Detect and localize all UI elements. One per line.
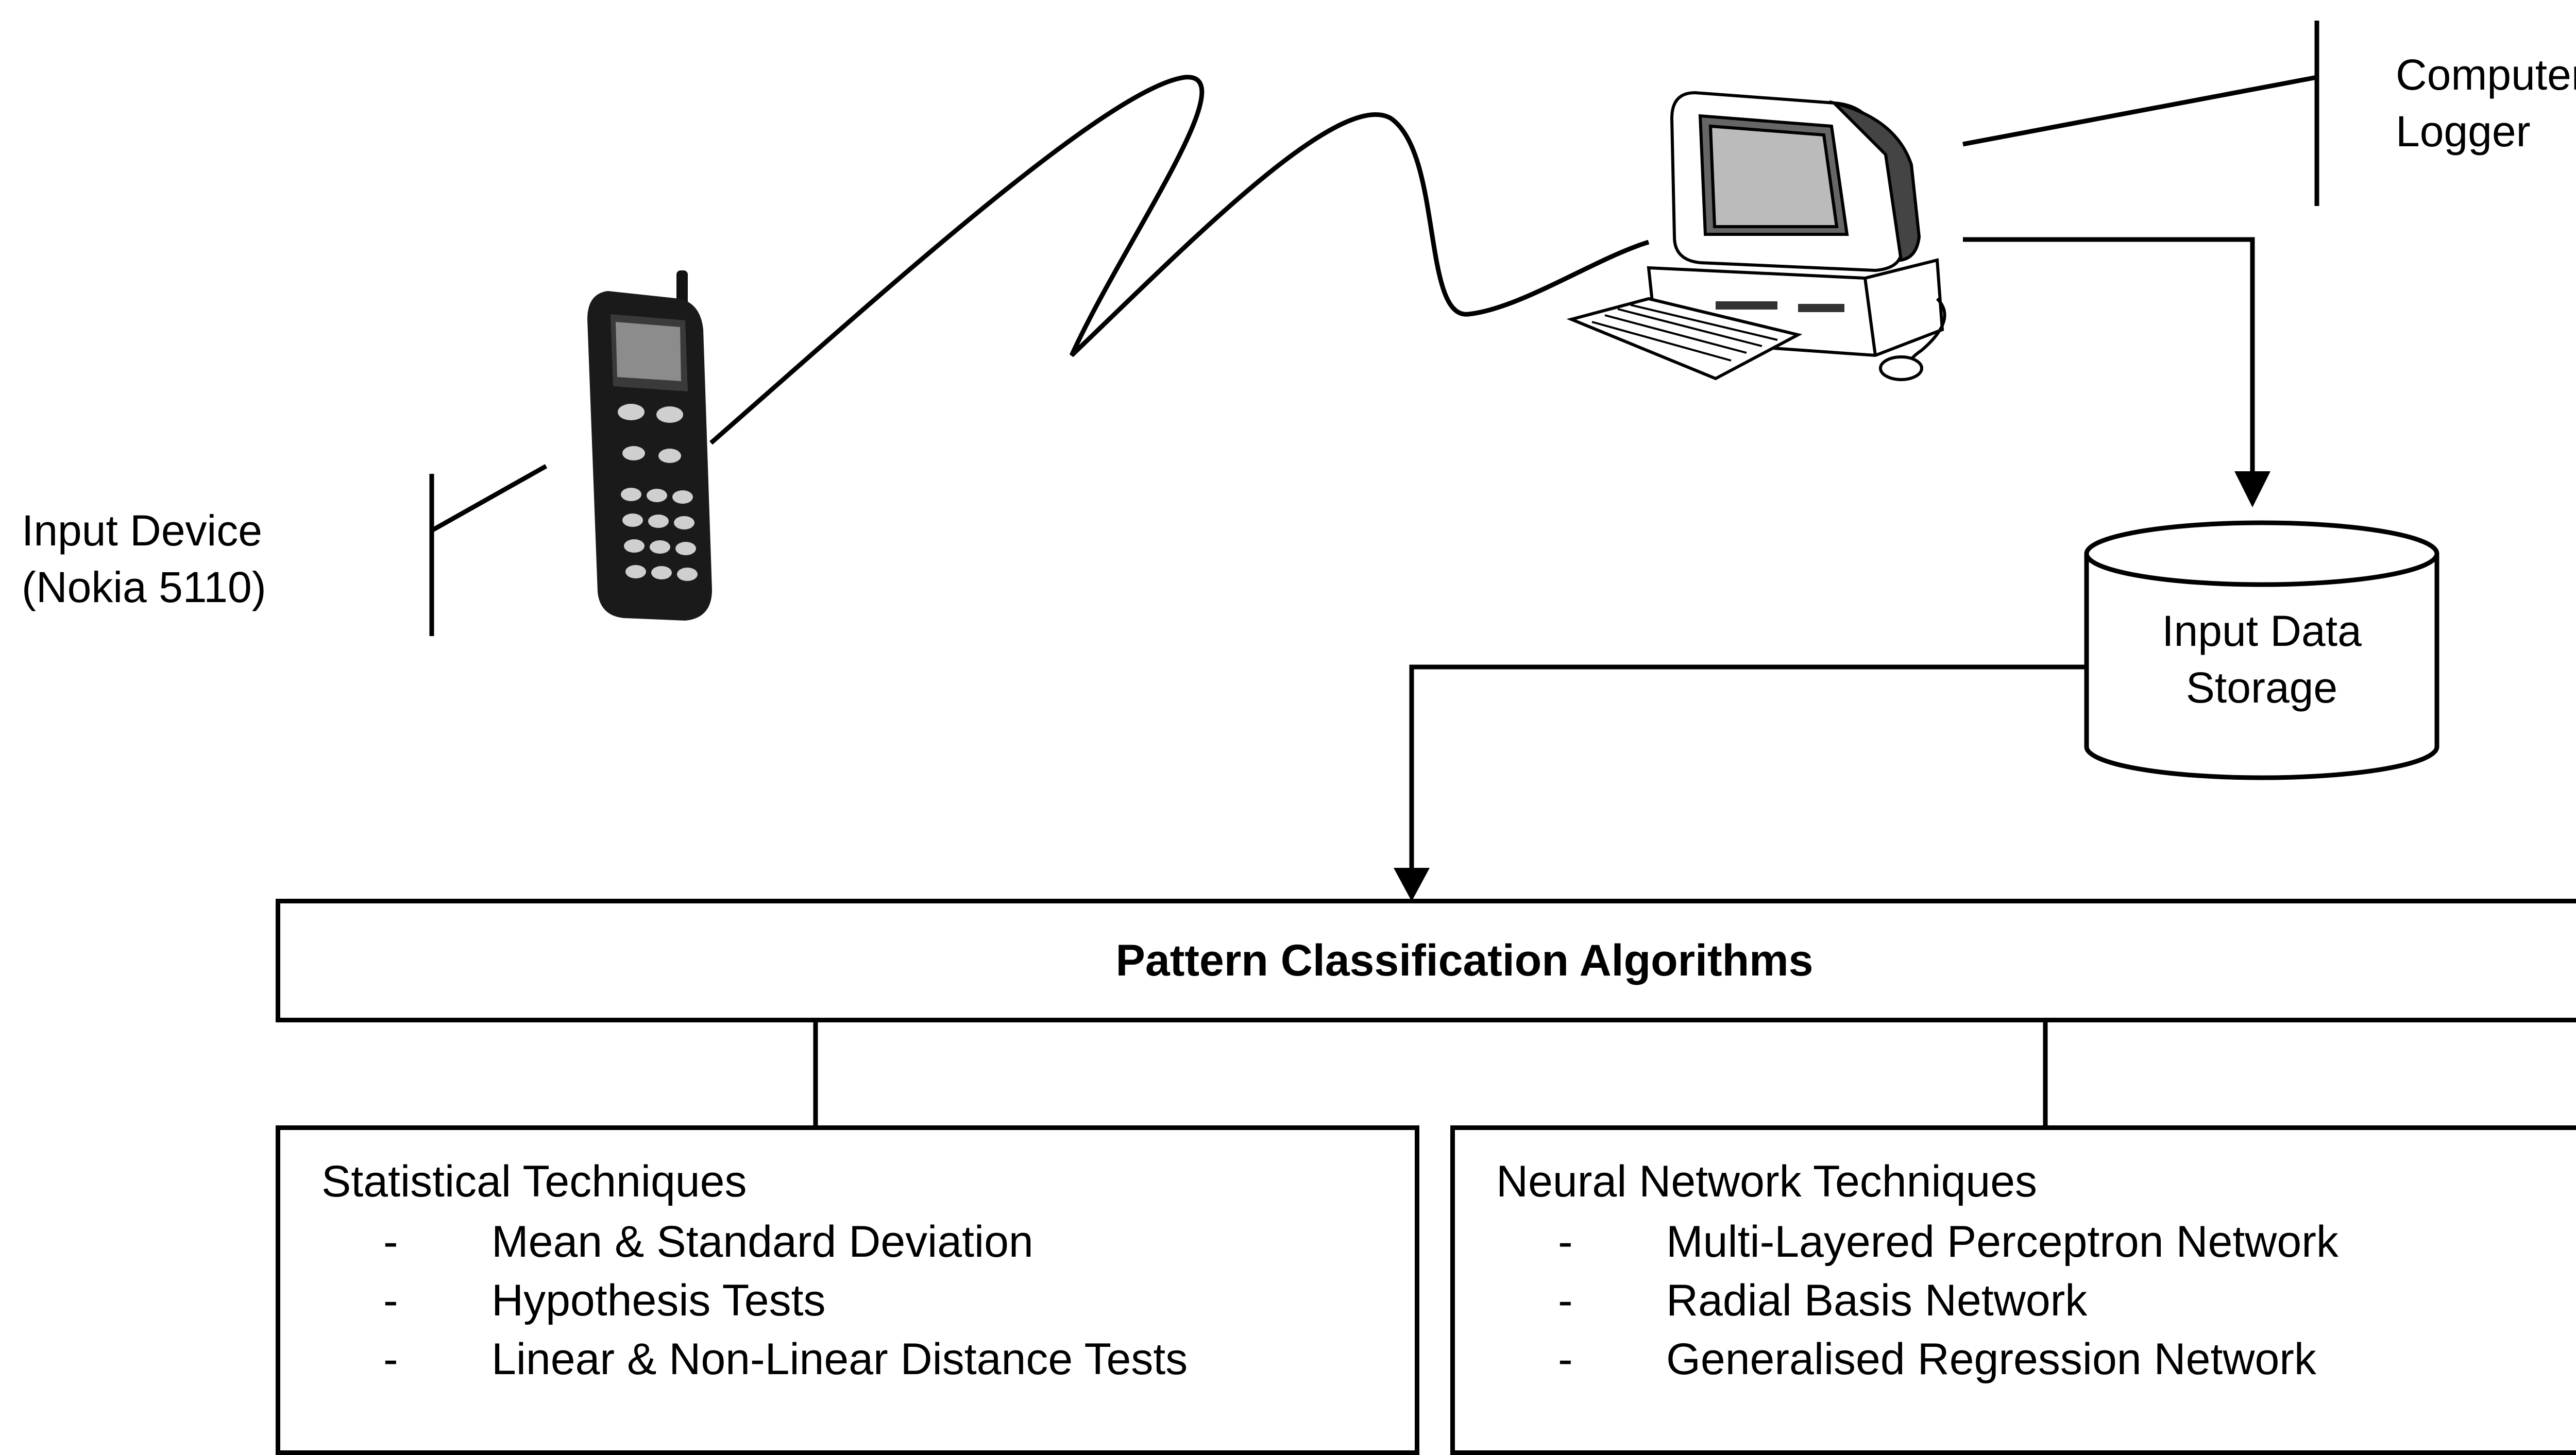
- computer-logger-label-line2: Logger: [2396, 107, 2531, 156]
- statistical-item-label: Hypothesis Tests: [492, 1276, 826, 1325]
- bullet-dash: -: [1558, 1334, 1573, 1384]
- neural-item-label: Generalised Regression Network: [1666, 1334, 2316, 1384]
- neural-item-label: Radial Basis Network: [1666, 1276, 2088, 1325]
- pattern-classification-title: Pattern Classification Algorithms: [1115, 935, 1814, 985]
- storage-label: Input Data Storage: [2092, 603, 2432, 716]
- storage-to-algorithms-arrow: [1409, 664, 2087, 876]
- storage-label-line1: Input Data: [2162, 607, 2362, 655]
- pattern-classification-box: Pattern Classification Algorithms: [276, 899, 2576, 1022]
- computer-logger-connector: [1962, 21, 2319, 206]
- input-device-label: Input Device (Nokia 5110): [22, 502, 266, 615]
- input-device-connector: [429, 464, 548, 636]
- bullet-dash: -: [383, 1217, 398, 1266]
- list-item: - Multi-Layered Perceptron Network: [1455, 1212, 2338, 1271]
- storage-label-line2: Storage: [2185, 663, 2338, 712]
- input-device-label-line2: (Nokia 5110): [22, 563, 266, 611]
- list-item: - Radial Basis Network: [1455, 1271, 2338, 1330]
- bullet-dash: -: [383, 1276, 398, 1325]
- computer-to-storage-arrowhead: [2234, 471, 2270, 507]
- neural-network-techniques-heading: Neural Network Techniques: [1496, 1157, 2038, 1206]
- statistical-item-label: Mean & Standard Deviation: [492, 1217, 1033, 1266]
- statistical-item-label: Linear & Non-Linear Distance Tests: [492, 1334, 1188, 1384]
- statistical-techniques-heading: Statistical Techniques: [321, 1157, 747, 1206]
- neural-network-techniques-box: Neural Network Techniques - Multi-Layered…: [1450, 1125, 2576, 1455]
- statistical-techniques-box: Statistical Techniques - Mean & Standard …: [276, 1125, 1419, 1455]
- list-item: - Generalised Regression Network: [1455, 1330, 2338, 1389]
- list-item: - Mean & Standard Deviation: [280, 1212, 1188, 1271]
- storage-to-algorithms-arrowhead: [1394, 868, 1430, 901]
- list-item: - Hypothesis Tests: [280, 1271, 1188, 1330]
- list-item: - Linear & Non-Linear Distance Tests: [280, 1330, 1188, 1389]
- computer-logger-label: Computer Logger: [2396, 46, 2576, 160]
- bullet-dash: -: [383, 1334, 398, 1384]
- computer-to-storage-arrow: [1963, 237, 2255, 494]
- bullet-dash: -: [1558, 1217, 1573, 1266]
- mobile-phone-icon: [587, 270, 712, 621]
- bullet-dash: -: [1558, 1276, 1573, 1325]
- database-cylinder-icon: [2084, 520, 2439, 780]
- neural-network-techniques-list: - Multi-Layered Perceptron Network - Radia…: [1455, 1212, 2338, 1389]
- statistical-techniques-list: - Mean & Standard Deviation - Hypothesis T…: [280, 1212, 1188, 1389]
- computer-logger-label-line1: Computer: [2396, 50, 2576, 99]
- neural-item-label: Multi-Layered Perceptron Network: [1666, 1217, 2338, 1266]
- input-device-label-line1: Input Device: [22, 506, 262, 555]
- wireless-signal-wave: [709, 75, 1650, 445]
- desktop-computer-icon: [1566, 91, 1946, 381]
